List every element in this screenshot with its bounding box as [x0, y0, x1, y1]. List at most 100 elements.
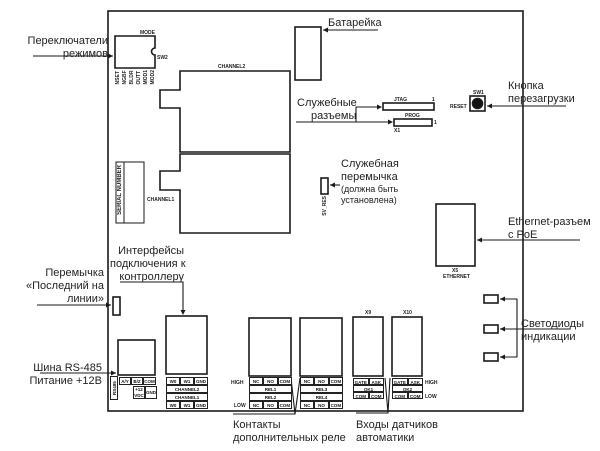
last-on-line-jumper — [112, 296, 121, 316]
mode-pin-label: NGBF — [122, 70, 128, 85]
relay-terminals-2: NC NO COM REL3 REL4 NC NO COM — [300, 377, 343, 409]
callout-line: «Последний на — [26, 280, 104, 292]
channel1-label: CHANNEL1 — [147, 197, 175, 203]
ethernet-label: ETHERNET — [443, 274, 470, 280]
rs485-callout: Шина RS-485 Питание +12В — [10, 362, 102, 388]
mode-pin-label: MOD1 — [143, 70, 149, 85]
terminal-no: NO — [263, 377, 278, 385]
callout-line: Служебные — [297, 97, 357, 109]
jtag-pin1-label: 1 — [432, 97, 435, 103]
mode-switches-callout: Переключатели режимов — [2, 35, 108, 61]
terminal-com: COM — [353, 392, 369, 399]
prog-label: PROG — [405, 113, 420, 119]
terminal-b-z: B/Z — [131, 377, 143, 385]
callout-line: Кнопка — [508, 80, 544, 92]
callout-line: Светодиоды — [521, 318, 584, 330]
mode-pin-labels: NSET NGBF BLDR OUTT MOD1 MOD2 — [115, 70, 156, 84]
service-jumper-callout: Служебная перемычка (должна быть установ… — [341, 158, 399, 206]
reset-button-callout: Кнопка перезагрузки — [508, 80, 575, 106]
terminal-gnd: GND — [194, 401, 208, 409]
terminal-no: NO — [314, 401, 329, 409]
callout-line: установлена) — [341, 195, 397, 205]
terminal-com: COM — [407, 392, 423, 399]
callout-line: Служебная — [341, 158, 399, 170]
prog-connector — [393, 118, 433, 127]
board-outline — [107, 10, 524, 412]
mode-pin-label: OUTT — [136, 70, 142, 85]
last-on-line-callout: Перемычка «Последний на линии» — [10, 267, 104, 306]
terminal-gnd: GND — [194, 377, 208, 385]
relay-contacts-callout: Контакты дополнительных реле — [233, 419, 346, 445]
terminal-w0: W0 — [166, 377, 180, 385]
channel2-module — [159, 70, 291, 153]
terminal-com: COM — [392, 392, 408, 399]
jtag-label: JTAG — [394, 97, 407, 103]
terminal-ask: ASK — [368, 378, 384, 385]
terminal-com: COM — [368, 392, 384, 399]
ethernet-callout: Ethernet-разъем с PoE — [508, 216, 591, 242]
reset-button — [469, 95, 486, 112]
terminal-com: COM — [277, 401, 292, 409]
ok1-label: OK1 — [353, 385, 384, 392]
sensor-block-x10 — [391, 316, 423, 377]
callout-line: Интерфейсы — [118, 245, 184, 257]
x1-label: X1 — [394, 128, 401, 134]
callout-line: режимов — [62, 48, 108, 60]
sensor-inputs-callout: Входы датчиков автоматики — [356, 419, 438, 445]
high-label: HIGH — [231, 380, 244, 386]
sv-res-label: SV_RES — [322, 196, 328, 216]
sensor-terminals-x9: GATE ASK OK1 COM COM — [353, 378, 384, 399]
terminal-no: NO — [263, 401, 278, 409]
terminal-gnd: GND — [145, 386, 157, 399]
terminal-nc: NC — [249, 401, 264, 409]
mode-switch — [114, 35, 156, 69]
wiegand-terminals: W0 W1 GND CHANNEL2 CHANNEL1 W0 W1 GND — [166, 377, 208, 409]
relay-block-2 — [299, 317, 343, 377]
low-label: LOW — [234, 403, 246, 409]
terminal-ask: ASK — [407, 378, 423, 385]
callout-line: Шина RS-485 — [33, 362, 102, 374]
controller-interface-connector — [165, 315, 208, 375]
serial-number-label: SERIAL NUMBER — [117, 165, 123, 215]
terminal-gate: GATE — [353, 378, 369, 385]
rel4-label: REL4 — [300, 393, 343, 401]
sensor-block-x9 — [352, 316, 384, 377]
service-jumper — [320, 177, 329, 195]
callout-line: Ethernet-разъем — [508, 216, 591, 228]
rs485-connector — [117, 339, 156, 376]
callout-line: индикации — [521, 331, 576, 343]
sw2-label: SW2 — [157, 55, 168, 61]
battery-holder — [294, 26, 322, 81]
rel2-label: REL2 — [249, 393, 292, 401]
mode-pin-label: BLDR — [129, 70, 135, 85]
callout-line: линии» — [66, 293, 104, 305]
callout-line: Перемычка — [45, 267, 104, 279]
terminal-nc: NC — [249, 377, 264, 385]
ethernet-jack — [435, 203, 476, 267]
callout-line: Питание +12В — [29, 375, 102, 387]
jtag-connector — [382, 102, 435, 111]
callout-line: Входы датчиков — [356, 419, 438, 431]
ok2-label: OK2 — [392, 385, 423, 392]
terminal-nc: NC — [300, 401, 315, 409]
x5-label: X5 — [452, 268, 459, 274]
led-2 — [483, 324, 499, 334]
channel1-terminal-label: CHANNEL1 — [166, 393, 208, 401]
relay-terminals-1: NC NO COM REL1 REL2 NC NO COM — [249, 377, 292, 409]
sensor-terminals-x10: GATE ASK OK2 COM COM — [392, 378, 423, 399]
relay-block-1 — [248, 317, 292, 377]
channel2-label: CHANNEL2 — [218, 64, 246, 70]
callout-line: (должна быть — [341, 184, 399, 194]
callout-line: Переключатели — [27, 35, 108, 47]
led-1 — [483, 294, 499, 304]
led-3 — [483, 352, 499, 362]
terminal-12vdc: +12 VDC — [133, 386, 145, 399]
mode-pin-label: NSET — [115, 71, 121, 85]
sensor-low-label: LOW — [425, 394, 437, 400]
terminal-com: COM — [328, 377, 343, 385]
callout-line: дополнительных реле — [233, 432, 346, 444]
callout-line: разъемы — [311, 110, 357, 122]
terminal-w0: W0 — [166, 401, 180, 409]
callout-line: подключения к — [110, 258, 186, 270]
